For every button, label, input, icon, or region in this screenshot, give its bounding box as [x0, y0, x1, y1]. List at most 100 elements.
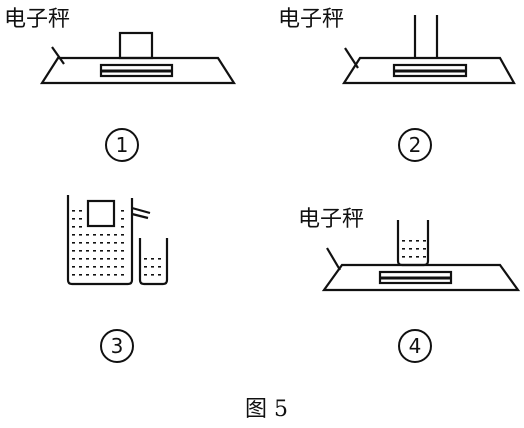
water-dash — [93, 242, 96, 244]
water-dash — [121, 226, 124, 228]
water-dash — [72, 242, 75, 244]
water-dash — [121, 274, 124, 276]
water-dash — [79, 250, 82, 252]
water-dash — [72, 266, 75, 268]
water-dash — [107, 274, 110, 276]
water-dash — [423, 240, 426, 242]
water-dash — [93, 274, 96, 276]
water-dash — [79, 210, 82, 212]
water-dash — [121, 250, 124, 252]
water-dash — [72, 218, 75, 220]
scale-label-2: 电子秤 — [278, 7, 345, 32]
water-dash — [72, 258, 75, 260]
water-dash — [100, 250, 103, 252]
water-dash — [86, 234, 89, 236]
panel-1 — [39, 31, 237, 85]
water-dash — [409, 256, 412, 258]
scale-label-4: 电子秤 — [298, 207, 365, 232]
water-dash — [100, 242, 103, 244]
water-dash — [107, 234, 110, 236]
water-dash — [107, 258, 110, 260]
water-dash — [144, 258, 147, 260]
water-dash — [402, 248, 405, 250]
figure-caption: 图 5 — [245, 397, 288, 422]
water-dash — [100, 266, 103, 268]
water-dash — [79, 266, 82, 268]
water-dash — [107, 250, 110, 252]
water-dash — [121, 242, 124, 244]
water-dash — [93, 234, 96, 236]
water-dash — [121, 210, 124, 212]
water-dash — [409, 240, 412, 242]
water-dots-3 — [72, 210, 161, 276]
leader-line-2 — [344, 47, 359, 69]
overflow-spout — [131, 206, 151, 215]
water-dash — [416, 240, 419, 242]
water-dash — [86, 258, 89, 260]
overflow-can — [66, 195, 134, 286]
water-dash — [402, 240, 405, 242]
water-dash — [114, 274, 117, 276]
water-dash — [100, 258, 103, 260]
leader-line-1 — [51, 46, 65, 65]
water-dash — [114, 242, 117, 244]
scale-2-body — [341, 56, 516, 85]
step-number-1: 1 — [105, 128, 139, 162]
water-dash — [158, 266, 161, 268]
water-dash — [151, 266, 154, 268]
water-dash — [72, 274, 75, 276]
water-dash — [72, 234, 75, 236]
water-dash — [79, 258, 82, 260]
water-dash — [72, 226, 75, 228]
water-dash — [79, 242, 82, 244]
water-dash — [79, 274, 82, 276]
water-dash — [79, 226, 82, 228]
water-dash — [72, 250, 75, 252]
beaker-4 — [396, 220, 430, 267]
water-dash — [114, 250, 117, 252]
water-dash — [86, 250, 89, 252]
panel-2 — [341, 15, 516, 85]
water-dash — [158, 258, 161, 260]
water-dash — [86, 242, 89, 244]
water-dash — [121, 258, 124, 260]
water-dash — [121, 266, 124, 268]
overflow-spout-lip — [131, 212, 149, 220]
beaker-3 — [138, 238, 169, 286]
water-dash — [144, 274, 147, 276]
block-3 — [86, 199, 116, 228]
water-dash — [121, 234, 124, 236]
water-dash — [107, 266, 110, 268]
water-dash — [79, 234, 82, 236]
panel-4 — [321, 220, 521, 292]
water-dash — [100, 274, 103, 276]
step-number-2: 2 — [398, 128, 432, 162]
water-dash — [93, 266, 96, 268]
water-dash — [409, 248, 412, 250]
water-dash — [151, 274, 154, 276]
water-dash — [416, 256, 419, 258]
water-dash — [402, 256, 405, 258]
water-dash — [121, 218, 124, 220]
step-number-4: 4 — [398, 329, 432, 363]
water-dash — [151, 258, 154, 260]
water-dash — [86, 274, 89, 276]
scale-label-1: 电子秤 — [4, 7, 71, 32]
water-dash — [423, 256, 426, 258]
water-dash — [158, 274, 161, 276]
leader-line-4 — [326, 247, 341, 271]
water-dash — [107, 242, 110, 244]
water-dash — [100, 234, 103, 236]
water-dash — [93, 258, 96, 260]
water-dash — [416, 248, 419, 250]
scale-4-body — [321, 263, 521, 292]
water-dash — [93, 250, 96, 252]
water-dash — [86, 266, 89, 268]
step-number-3: 3 — [100, 329, 134, 363]
scale-1-body — [39, 56, 237, 85]
water-dash — [114, 234, 117, 236]
water-dash — [72, 210, 75, 212]
water-dash — [114, 258, 117, 260]
block-1 — [118, 31, 154, 60]
